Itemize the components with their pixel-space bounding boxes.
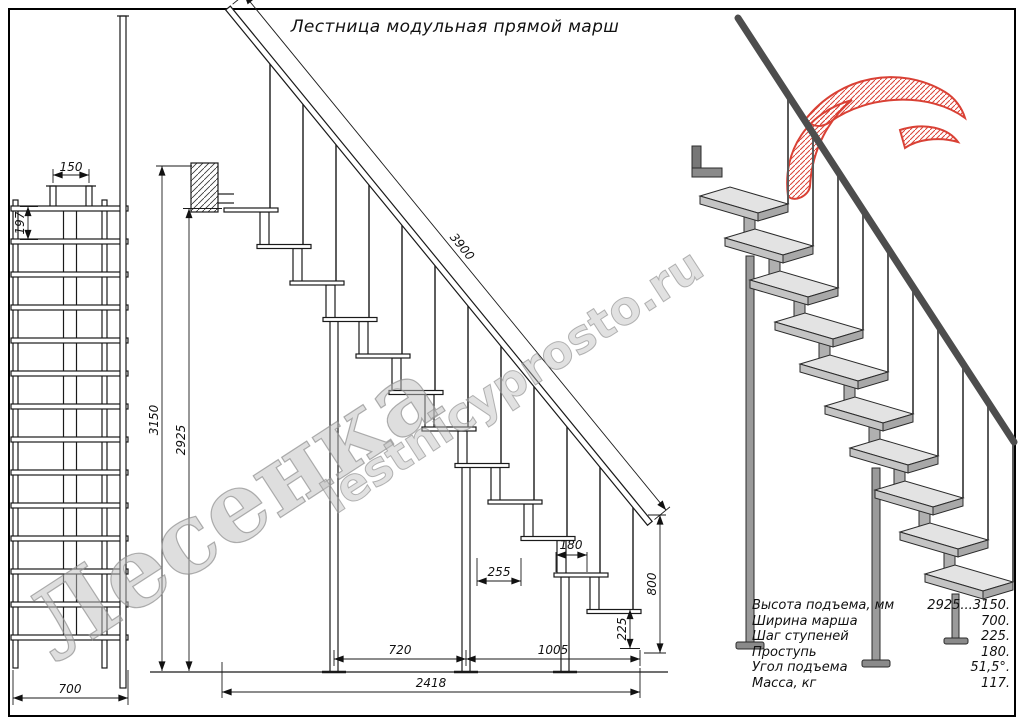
support-column-3 [560, 576, 570, 673]
dim-label-800: 800 [645, 572, 659, 595]
dim-length-total: 2418 [221, 662, 641, 698]
iso-view [691, 14, 1018, 668]
dim-label-700: 700 [59, 682, 82, 696]
dim-height-min: 2925 [174, 208, 222, 671]
front-view: 150 197 700 [10, 15, 129, 705]
spec-value: 700. [981, 613, 1010, 629]
spec-row-angle: Угол подъема 51,5°. [752, 660, 1010, 676]
dim-front-top-gap: 150 [52, 160, 90, 183]
dim-module-length: 255 [476, 558, 522, 586]
wall-bracket-arm-3d [691, 167, 723, 178]
drawing-title: Лестница модульная прямой марш [290, 17, 620, 37]
brand-logo [786, 76, 967, 200]
dim-label-2925: 2925 [174, 425, 188, 456]
dim-label-150: 150 [60, 160, 83, 174]
spec-label: Ширина марша [752, 613, 858, 629]
handrail-3d [734, 14, 1018, 446]
spec-row-height: Высота подъема, мм 2925...3150. [752, 598, 1010, 614]
spec-value: 225. [981, 629, 1010, 645]
spec-value: 2925...3150. [927, 598, 1010, 613]
dim-label-225: 225 [615, 618, 629, 641]
spec-row-mass: Масса, кг 117. [752, 676, 1010, 692]
handrail-side: 3900 [224, 0, 671, 527]
dim-rail-end-height: 800 [644, 514, 666, 654]
treads-3d [698, 186, 1015, 600]
base-plate-1 [735, 641, 765, 650]
logo-wing [898, 125, 961, 150]
spec-row-tread: Проступь 180. [752, 645, 1010, 661]
specs-table: Высота подъема, мм 2925...3150. Ширина м… [752, 598, 1010, 692]
dim-tread-depth: 180 [555, 538, 588, 572]
balusters-3d [787, 95, 1014, 582]
dim-label-180: 180 [560, 538, 583, 552]
wall-block [190, 162, 219, 213]
spec-label: Масса, кг [752, 675, 817, 691]
spec-label: Шаг ступеней [752, 629, 849, 645]
dim-label-3900: 3900 [447, 230, 477, 263]
dim-label-255: 255 [488, 565, 511, 579]
spec-value: 51,5°. [970, 660, 1010, 676]
spec-value: 117. [981, 675, 1010, 691]
base-plate-2 [861, 659, 891, 668]
logo-lower-crescent [786, 99, 853, 200]
watermark-brand: Лесенка [6, 334, 459, 683]
spec-label: Высота подъема, мм [752, 598, 895, 613]
support-column-2 [461, 466, 471, 673]
dim-front-width: 700 [12, 670, 129, 705]
dim-label-3150: 3150 [147, 404, 161, 435]
dim-height-total: 3150 [147, 165, 192, 671]
dim-label-720: 720 [389, 643, 412, 657]
spec-row-step: Шаг ступеней 225. [752, 629, 1010, 645]
dim-label-197: 197 [13, 211, 27, 234]
side-view: 3900 3150 2925 180 255 [147, 0, 671, 698]
dim-spans: 720 1005 [333, 643, 641, 666]
dim-front-first-rise: 197 [13, 206, 38, 240]
dim-label-1005: 1005 [538, 643, 569, 657]
base-plate-3 [943, 637, 969, 645]
spec-value: 180. [981, 644, 1010, 660]
spec-row-width: Ширина марша 700. [752, 614, 1010, 630]
dim-label-2418: 2418 [416, 676, 447, 690]
support-column-3d-1 [745, 255, 755, 645]
spec-label: Угол подъема [752, 660, 848, 676]
dim-step-rise: 225 [615, 609, 640, 649]
spec-label: Проступь [752, 644, 817, 660]
